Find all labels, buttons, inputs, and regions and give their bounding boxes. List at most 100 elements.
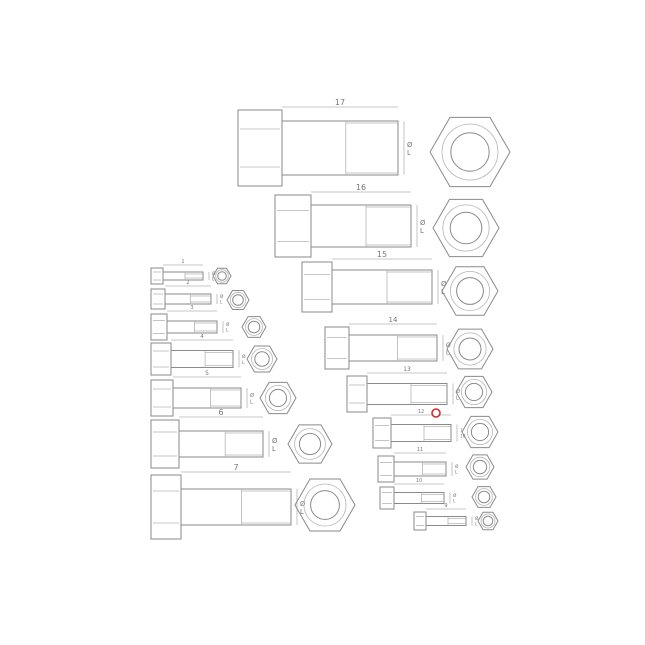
bolt-shank — [180, 488, 292, 526]
nut-chamfer-circle — [229, 291, 247, 309]
bolt-1[interactable]: 1ØL — [150, 259, 232, 285]
dimension-label: L — [226, 328, 229, 334]
bolt-shank — [164, 293, 212, 305]
nut-chamfer-circle — [441, 123, 499, 181]
nut-bore-circle — [254, 351, 270, 367]
selected-part-callout[interactable] — [431, 408, 441, 418]
nut-bore-circle — [232, 294, 244, 306]
nut-chamfer-circle — [245, 318, 263, 336]
nut-bore-circle — [310, 490, 340, 520]
bolts-layer: 17ØL16ØL15ØL14ØL13ØL1271011ØL10ØL9ØL1ØL2… — [150, 98, 511, 540]
callout-marker — [431, 408, 441, 418]
dimension-label: Ø — [300, 500, 306, 508]
dimension-label: Ø — [272, 437, 278, 445]
bolt-head — [324, 326, 350, 370]
nut-bore-circle — [482, 515, 494, 527]
dimension-label: Ø — [226, 321, 230, 328]
dimension-label: L — [475, 522, 478, 528]
bolt-shank — [425, 516, 467, 526]
dimension-label: L — [453, 499, 456, 505]
part-reference-number: 2 — [186, 280, 189, 286]
bolt-shank — [393, 461, 447, 477]
dimension-label: Ø — [407, 141, 413, 149]
bolt-shank — [281, 120, 399, 176]
nut-hexagon — [226, 290, 250, 310]
bolt-head — [413, 511, 427, 531]
bolt-shank — [178, 430, 264, 458]
bolt-4[interactable]: 4ØL — [150, 334, 278, 376]
dimension-label: L — [300, 508, 304, 516]
bolt-shank — [310, 204, 412, 248]
part-reference-number: 9 — [444, 503, 447, 509]
bolt-shank — [166, 320, 218, 334]
nut-bore-circle — [464, 382, 484, 402]
dimension-label: L — [407, 149, 411, 157]
nut-hexagon — [294, 478, 356, 532]
nut-chamfer-circle — [303, 483, 347, 527]
dimension-label: L — [420, 227, 424, 235]
bolt-2[interactable]: 2ØL — [150, 280, 250, 310]
nut-chamfer-circle — [475, 488, 493, 506]
bolt-shank — [366, 383, 448, 405]
nut-hexagon — [246, 345, 278, 373]
dimension-label: L — [272, 445, 276, 453]
bolt-head — [150, 342, 172, 376]
bolt-head — [150, 288, 166, 310]
nut-hexagon — [471, 486, 497, 508]
dimension-label: L — [212, 277, 215, 283]
bolt-3[interactable]: 3ØL — [150, 305, 267, 341]
part-reference-number: 16 — [356, 183, 366, 192]
bolt-head — [150, 419, 180, 469]
nut-hexagon — [461, 415, 499, 449]
part-reference-number: 13 — [403, 366, 411, 373]
nut-hexagon — [259, 381, 297, 415]
dimension-label: L — [250, 399, 253, 405]
nut-bore-circle — [458, 337, 482, 361]
bolt-shank — [390, 424, 452, 442]
nut-hexagon — [441, 266, 499, 316]
nut-bore-circle — [450, 132, 490, 172]
nut-chamfer-circle — [466, 418, 493, 445]
nut-chamfer-circle — [264, 384, 291, 411]
bolt-shank — [170, 350, 234, 368]
nut-chamfer-circle — [460, 378, 487, 405]
bolt-head — [274, 194, 312, 258]
nut-bore-circle — [472, 459, 488, 475]
part-reference-number: 17 — [335, 98, 345, 107]
dimension-label: Ø — [456, 388, 460, 395]
dimension-label: L — [242, 360, 245, 366]
nut-hexagon — [212, 267, 232, 285]
bolt-6[interactable]: 6ØL — [150, 408, 333, 469]
bolt-7[interactable]: 7ØL — [150, 463, 356, 540]
nut-hexagon — [241, 316, 267, 338]
part-reference-number: 11 — [417, 447, 423, 453]
nut-hexagon — [429, 116, 511, 188]
bolt-head — [150, 267, 164, 285]
bolt-head — [237, 109, 283, 187]
part-reference-number: 7 — [233, 463, 238, 472]
bolt-9[interactable]: 9ØL — [413, 503, 499, 531]
part-reference-number: 15 — [377, 250, 387, 259]
nut-bore-circle — [449, 211, 483, 245]
dimension-label: Ø — [441, 280, 447, 288]
bolt-head — [377, 455, 395, 483]
nut-hexagon — [477, 511, 499, 531]
bolt-5[interactable]: 5ØL — [150, 370, 297, 417]
bolt-shank — [393, 492, 445, 504]
bolt-head — [346, 375, 368, 413]
nut-chamfer-circle — [294, 428, 326, 460]
part-reference-number: 10 — [416, 478, 422, 484]
bolt-shank — [331, 269, 433, 305]
bolt-head — [301, 261, 333, 313]
nut-chamfer-circle — [215, 269, 229, 283]
nut-bore-circle — [456, 277, 484, 305]
dimension-label: L — [455, 470, 458, 476]
